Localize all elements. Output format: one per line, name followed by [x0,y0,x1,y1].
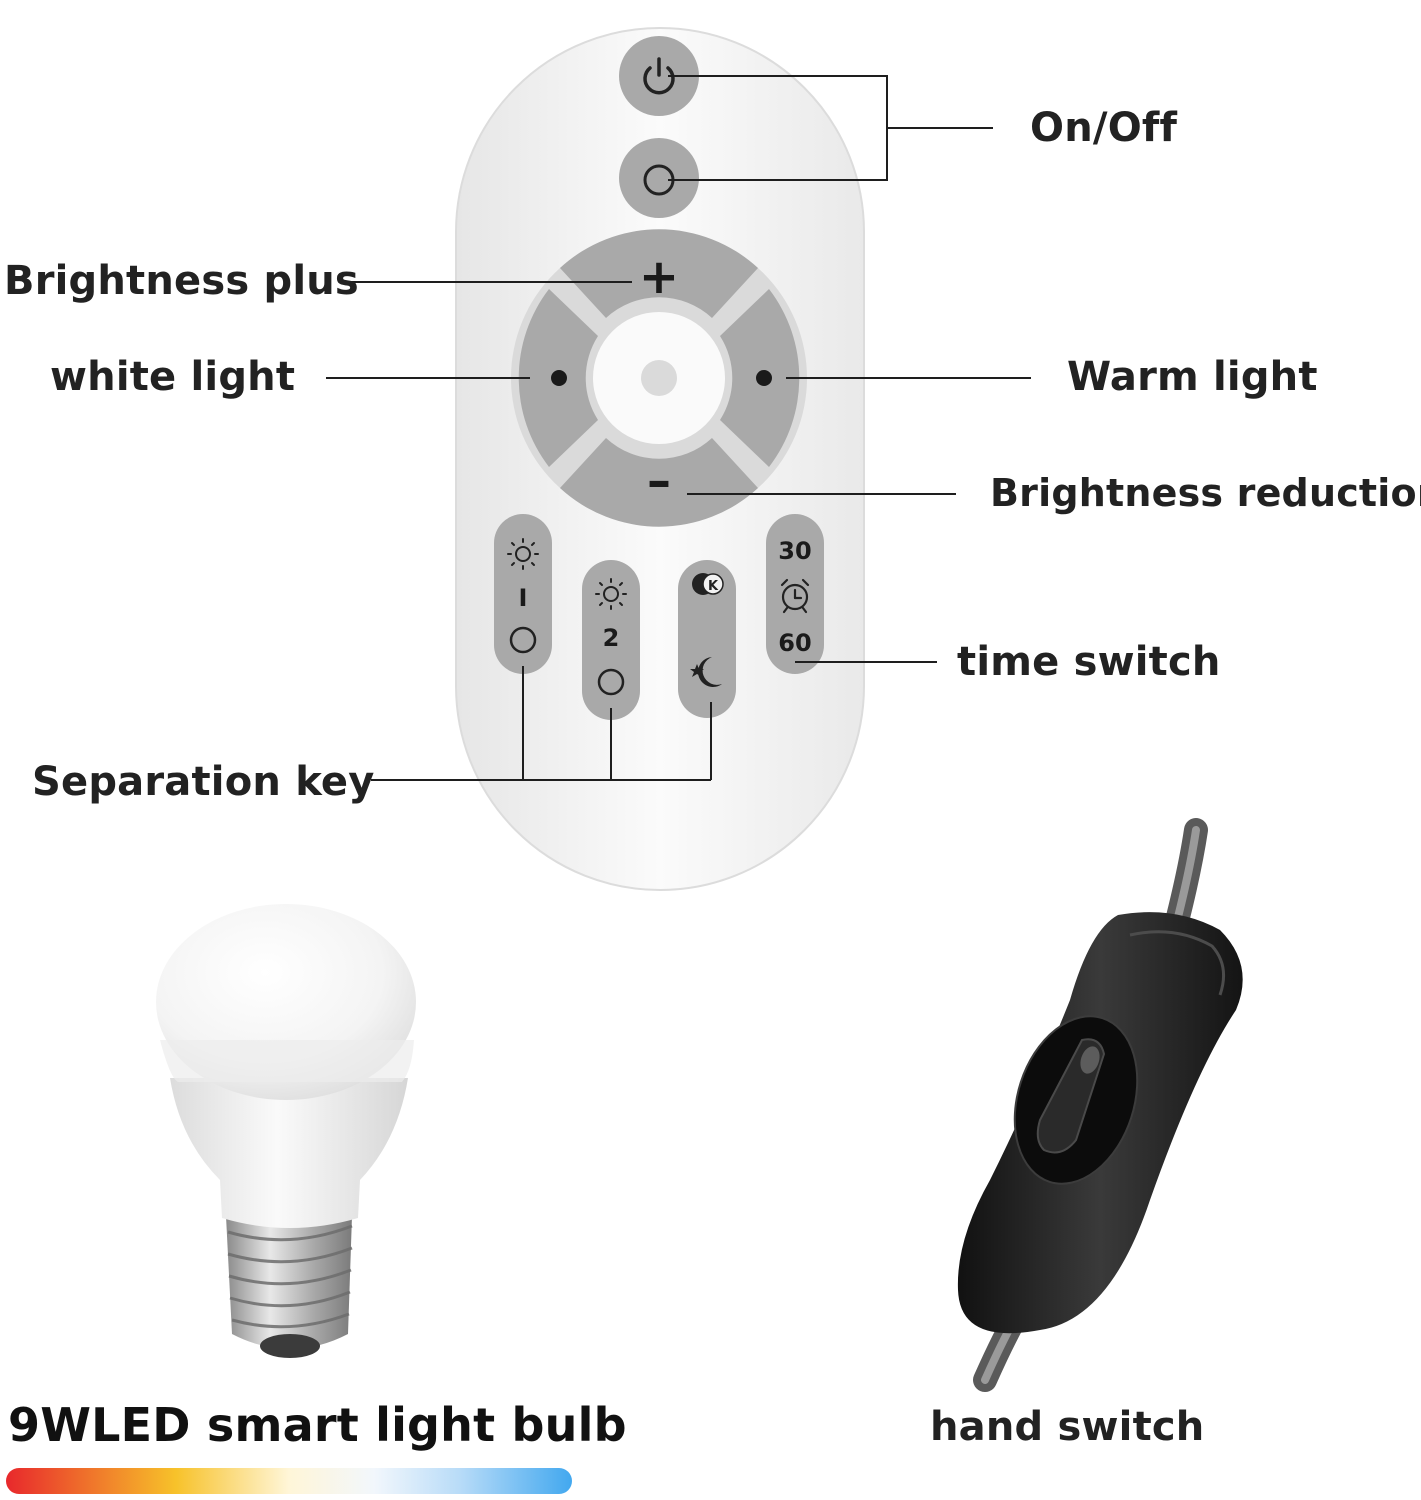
sun-icon [507,538,539,570]
white-light-dot [551,370,567,386]
direction-pad: + – [511,229,807,527]
brightness-plus-button[interactable] [560,229,758,318]
remote-control: + – I [455,27,865,891]
on-off-label: On/Off [1030,105,1178,151]
hand-switch-label: hand switch [930,1404,1205,1450]
light-bulb [156,904,416,1358]
bulb-label: 9WLED smart light bulb [8,1398,627,1452]
moon-star-icon [690,657,722,687]
color-temperature-bar [6,1468,572,1494]
scene-2-label: 2 [603,624,620,652]
night-mode-button[interactable]: K [678,560,736,718]
timer-button[interactable]: 30 60 [766,514,824,674]
brightness-reduction-label: Brightness reduction [990,471,1421,515]
minus-key-label: – [647,453,671,509]
sun-icon [595,578,627,610]
separation-key-label: Separation key [32,759,375,805]
brightness-plus-label: Brightness plus [4,258,359,304]
svg-text:K: K [708,579,719,594]
warm-light-label: Warm light [1067,354,1318,400]
circle-icon [509,626,537,654]
scene-1-label: I [519,584,528,612]
brightness-minus-button[interactable] [560,438,758,527]
circle-icon [597,668,625,696]
plus-key-label: + [639,249,679,305]
white-light-label: white light [50,354,296,400]
time-switch-label: time switch [957,639,1221,685]
kelvin-icon: K [692,573,724,595]
alarm-clock-icon [780,578,810,614]
timer-30-label: 30 [778,537,811,565]
leader-lines [326,75,1031,781]
off-button[interactable] [619,138,699,218]
scene-1-button[interactable]: I [494,514,552,674]
warm-light-dot [756,370,772,386]
hand-switch [957,818,1243,1392]
timer-60-label: 60 [778,629,811,657]
scene-2-button[interactable]: 2 [582,560,640,720]
